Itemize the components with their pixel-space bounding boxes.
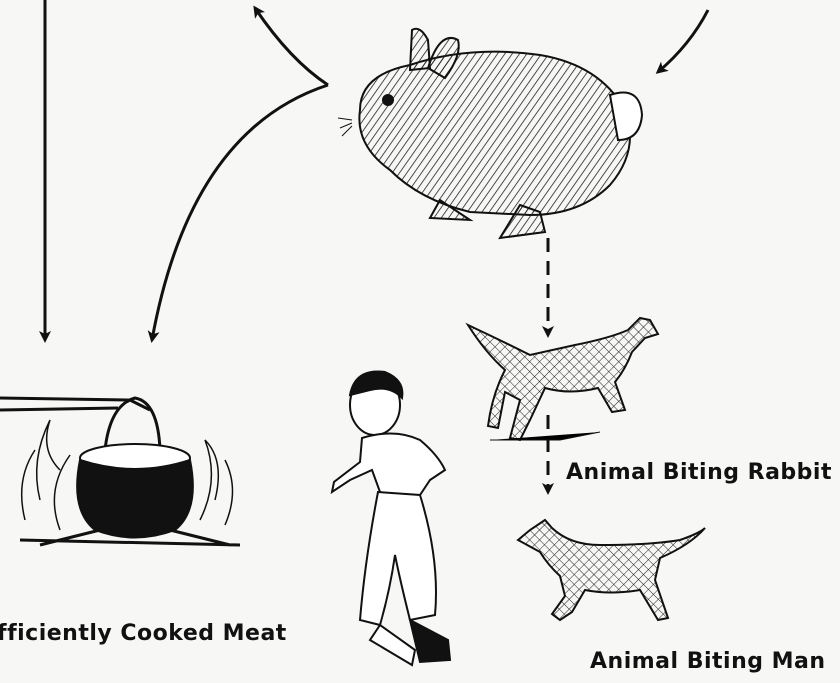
arrow-curve-to-pot (152, 85, 328, 340)
boy-illustration (332, 371, 450, 665)
caption-cooked-meat: fficiently Cooked Meat (0, 621, 287, 646)
arrow-into-rabbit (658, 10, 708, 72)
caption-animal-biting-rabbit: Animal Biting Rabbit (566, 460, 832, 485)
rabbit-illustration (338, 29, 642, 238)
caption-animal-biting-man: Animal Biting Man (590, 649, 826, 674)
dog-biting-rabbit-illustration (468, 318, 658, 440)
cooking-pot-illustration (0, 398, 240, 545)
dog-biting-man-illustration (518, 520, 705, 620)
arrow-to-top-left (255, 8, 328, 85)
